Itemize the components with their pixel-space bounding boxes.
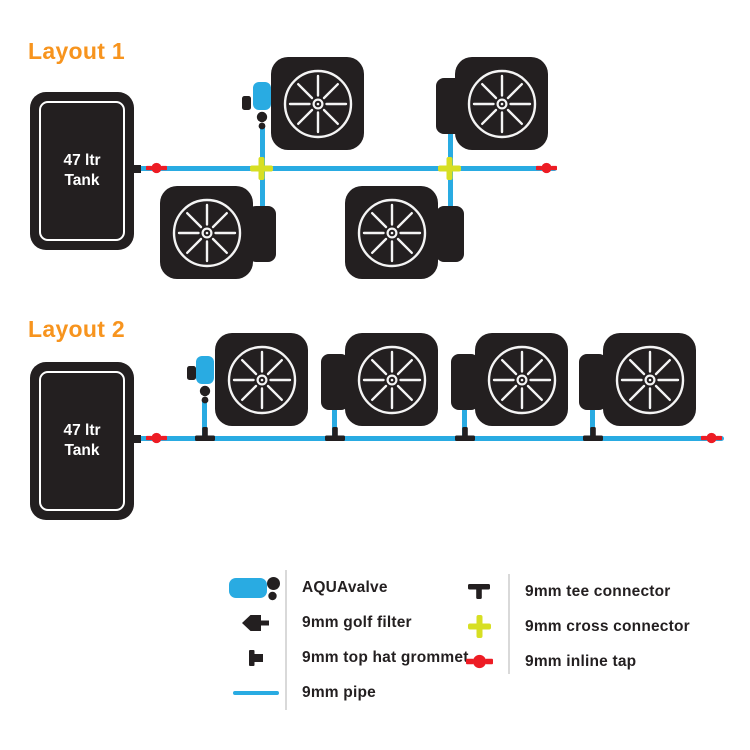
top-hat-grommet (242, 96, 251, 110)
legend-item: AQUAvalve (227, 570, 469, 605)
legend-label: 9mm tee connector (525, 582, 671, 600)
tank-label: 47 ltr Tank (63, 421, 100, 461)
inline-tap-icon (536, 162, 557, 174)
golf-filter-icon (227, 614, 285, 632)
top-hat-grommet (187, 366, 196, 380)
tee-down-icon (450, 584, 508, 599)
main-pipe (134, 166, 557, 171)
plant-pot (160, 186, 253, 279)
plant-pot (345, 186, 438, 279)
cross-icon (450, 615, 508, 638)
legend-column-left: AQUAvalve 9mm golf filter 9mm top hat grom… (227, 570, 469, 710)
branch-pipe (590, 400, 595, 438)
tank-border: 47 ltr Tank (39, 371, 125, 511)
legend-column-right: 9mm tee connector 9mm cross connector 9mm … (450, 574, 690, 679)
cross-connector-icon (438, 157, 461, 180)
valve-chamber (451, 354, 479, 410)
tee-connector-icon (583, 427, 603, 441)
legend-label: AQUAvalve (302, 578, 388, 596)
tank: 47 ltr Tank (30, 92, 134, 250)
aquavalve-legend-icon (227, 574, 285, 602)
branch-pipe (448, 120, 453, 168)
aquavalve-icon (253, 82, 271, 130)
tank-label-line2: Tank (64, 172, 100, 189)
legend-label: 9mm golf filter (302, 613, 412, 631)
legend-label: 9mm inline tap (525, 652, 637, 670)
branch-pipe (260, 168, 265, 218)
legend-divider (285, 570, 287, 710)
plant-pot (455, 57, 548, 150)
tank-label-line1: 47 ltr (63, 422, 101, 439)
top-hat-grommet-icon (227, 648, 285, 668)
plant-pot (345, 333, 438, 426)
plant-pot (215, 333, 308, 426)
tee-connector-icon (195, 427, 215, 441)
legend-label: 9mm cross connector (525, 617, 690, 635)
inline-tap-icon (701, 432, 722, 444)
legend-item: 9mm golf filter (227, 605, 469, 640)
branch-pipe (448, 168, 453, 218)
legend-item: 9mm tee connector (450, 574, 690, 609)
tank-label-line1: 47 ltr (63, 152, 101, 169)
cross-connector-icon (250, 157, 273, 180)
inline-tap-icon (146, 162, 167, 174)
layout1-title: Layout 1 (28, 38, 125, 64)
legend-item: 9mm pipe (227, 675, 469, 710)
branch-pipe (202, 400, 207, 438)
tee-connector-icon (325, 427, 345, 441)
tank-border: 47 ltr Tank (39, 101, 125, 241)
layout2-title: Layout 2 (28, 316, 125, 342)
plant-pot (271, 57, 364, 150)
valve-chamber (579, 354, 607, 410)
main-pipe (134, 436, 724, 441)
legend-divider (508, 574, 510, 674)
legend-item: 9mm cross connector (450, 609, 690, 644)
branch-pipe (332, 400, 337, 438)
legend-item: 9mm top hat grommet (227, 640, 469, 675)
valve-chamber (321, 354, 349, 410)
tank: 47 ltr Tank (30, 362, 134, 520)
plant-pot (475, 333, 568, 426)
plant-pot (603, 333, 696, 426)
valve-chamber (436, 206, 464, 262)
branch-pipe (462, 400, 467, 438)
tee-connector-icon (455, 427, 475, 441)
pipe-icon (227, 690, 285, 696)
legend-label: 9mm pipe (302, 683, 376, 701)
legend-item: 9mm inline tap (450, 644, 690, 679)
aquavalve-icon (196, 356, 214, 404)
inline-tap-icon (146, 432, 167, 444)
branch-pipe (260, 124, 265, 168)
inline-tap-icon (450, 654, 508, 669)
tank-label: 47 ltr Tank (63, 151, 100, 191)
tank-label-line2: Tank (64, 442, 100, 459)
legend-label: 9mm top hat grommet (302, 648, 469, 666)
